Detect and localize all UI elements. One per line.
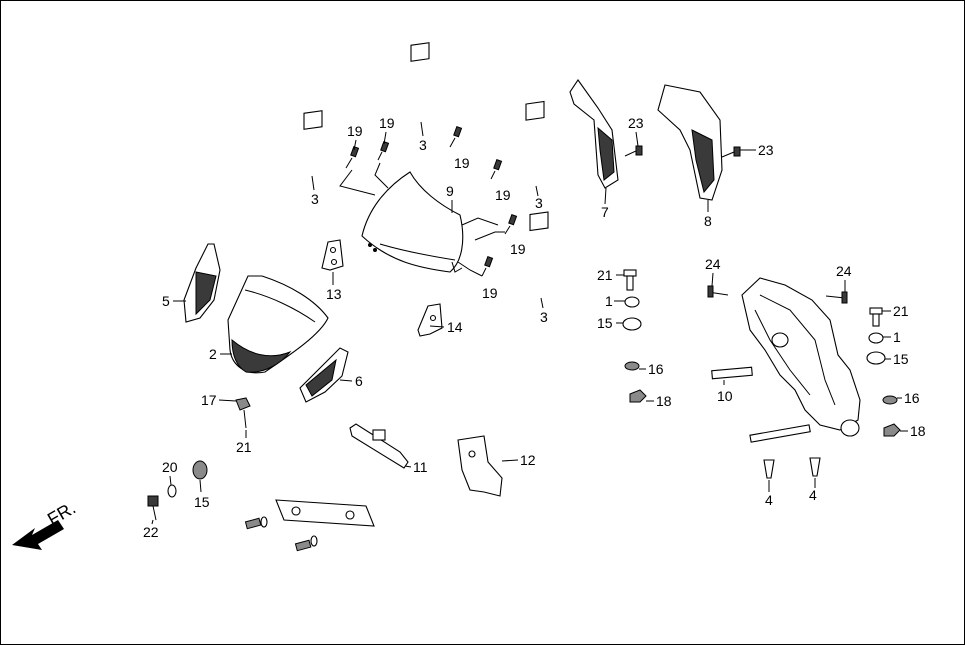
cowl-stay-frame-10 xyxy=(711,277,861,443)
callout-8: 8 xyxy=(704,213,712,229)
grommet-15 xyxy=(192,460,208,480)
bracket-11 xyxy=(349,423,409,469)
callout-19e: 19 xyxy=(510,241,526,257)
callout-19c: 19 xyxy=(454,155,470,171)
callout-18b: 18 xyxy=(910,423,926,439)
callout-4b: 4 xyxy=(809,487,817,503)
callout-24a: 24 xyxy=(705,256,721,272)
screw-19f xyxy=(481,255,494,277)
inner-cover-7 xyxy=(569,79,619,189)
number-plate-holder xyxy=(275,499,375,527)
callout-1a: 1 xyxy=(605,293,613,309)
bracket-13 xyxy=(321,239,344,271)
callout-16a: 16 xyxy=(648,361,664,377)
front-cowl-2 xyxy=(227,275,329,374)
nut-17 xyxy=(235,397,251,429)
fastener-stack-right xyxy=(866,307,901,437)
callout-19f: 19 xyxy=(482,285,498,301)
bracket-14 xyxy=(417,303,443,337)
callout-15a: 15 xyxy=(597,315,613,331)
callout-21c: 21 xyxy=(236,439,252,455)
callout-17: 17 xyxy=(201,392,217,408)
washer-20 xyxy=(167,484,177,498)
callout-3a: 3 xyxy=(311,191,319,207)
callout-2: 2 xyxy=(209,346,217,362)
screw-19b xyxy=(377,140,390,161)
front-direction-label: FR. xyxy=(44,498,79,530)
bolt-23-a xyxy=(624,145,643,157)
callout-21a: 21 xyxy=(597,267,613,283)
callout-19a: 19 xyxy=(347,123,363,139)
callout-1b: 1 xyxy=(893,329,901,345)
callout-23a: 23 xyxy=(628,115,644,131)
bracket-12 xyxy=(457,435,503,497)
holder-screws xyxy=(244,516,318,552)
callout-21b: 21 xyxy=(893,303,909,319)
bolt-22 xyxy=(147,495,159,521)
screw-19d xyxy=(490,158,503,180)
callout-14: 14 xyxy=(447,319,463,335)
callout-11: 11 xyxy=(413,459,428,475)
callout-13: 13 xyxy=(326,286,342,302)
fastener-stack-left xyxy=(622,269,647,403)
pad-group-3 xyxy=(303,42,549,232)
callout-19d: 19 xyxy=(495,187,511,203)
leader-lines xyxy=(151,121,908,525)
side-panel-5 xyxy=(183,243,221,323)
callout-15c: 15 xyxy=(194,494,210,510)
callout-20: 20 xyxy=(162,459,178,475)
callout-18a: 18 xyxy=(656,393,672,409)
callout-23b: 23 xyxy=(758,142,774,158)
callout-9: 9 xyxy=(446,183,454,199)
callout-22: 22 xyxy=(143,524,159,540)
callout-7: 7 xyxy=(601,204,609,220)
clip-4-pair xyxy=(763,457,821,479)
callout-16b: 16 xyxy=(904,390,920,406)
callout-3d: 3 xyxy=(540,309,548,325)
inner-cover-8 xyxy=(657,84,723,201)
side-panel-6 xyxy=(299,347,349,403)
screw-group-19 xyxy=(345,125,518,277)
front-direction-arrow: FR. xyxy=(12,498,79,550)
bolt-24-b xyxy=(825,291,848,304)
screw-19a xyxy=(345,145,360,169)
callout-19b: 19 xyxy=(379,115,395,131)
screw-19c xyxy=(449,125,463,148)
callout-6: 6 xyxy=(355,373,363,389)
callout-24b: 24 xyxy=(836,263,852,279)
callout-labels: 19 19 19 19 19 19 3 3 3 3 9 13 14 7 8 23… xyxy=(143,115,926,540)
windscreen-part xyxy=(361,171,464,273)
screw-19e xyxy=(504,213,518,235)
callout-10: 10 xyxy=(717,388,733,404)
callout-12: 12 xyxy=(520,452,536,468)
callout-3c: 3 xyxy=(535,195,543,211)
callout-15b: 15 xyxy=(893,351,909,367)
bolt-24-a xyxy=(707,285,729,298)
callout-4a: 4 xyxy=(765,492,773,508)
bolt-23-b xyxy=(721,146,741,158)
callout-5: 5 xyxy=(162,293,170,309)
callout-3b: 3 xyxy=(419,137,427,153)
